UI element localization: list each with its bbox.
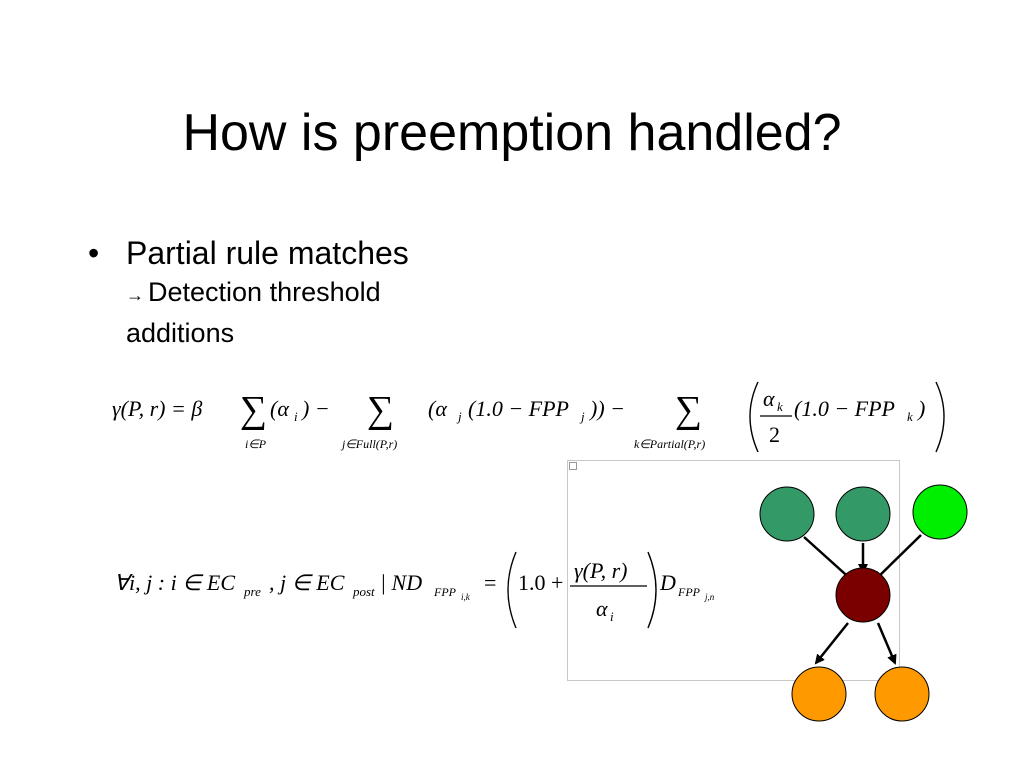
eq1-frac-num-sub: k — [777, 399, 783, 414]
eq2-nd: | ND — [380, 570, 422, 595]
node-bottom-right — [874, 666, 930, 722]
sum-symbol-icon: ∑ — [240, 389, 267, 431]
eq2-mid: , j ∈ EC — [269, 570, 345, 595]
edge-arrow — [876, 622, 897, 665]
sum-symbol-icon: ∑ — [675, 389, 702, 431]
eq2-frac-den: α — [596, 596, 608, 621]
eq1-sum1-close: ) − — [300, 396, 330, 421]
eq2-d-subsub: j,n — [704, 592, 715, 602]
right-paren-icon — [935, 381, 945, 453]
eq2-equals: = — [484, 570, 496, 595]
eq2-nd-sub: FPP — [433, 585, 457, 599]
eq1-sum2-mid: (1.0 − FPP — [468, 396, 569, 421]
left-paren-icon — [749, 381, 759, 453]
broken-image-icon — [569, 462, 577, 470]
equation-gamma: γ(P, r) = β ∑ i∈P (α i ) − ∑ j∈Full(P,r)… — [112, 381, 945, 453]
eq1-sum2-close: )) − — [588, 396, 625, 421]
eq1-sum3-term: (1.0 − FPP — [794, 396, 895, 421]
image-frame — [567, 460, 900, 681]
sub-bullet-text: Detection threshold additions — [126, 277, 381, 348]
node-center — [835, 567, 891, 623]
eq1-sum1-index: i∈P — [245, 437, 267, 451]
eq2-sub-post: post — [352, 584, 375, 599]
eq1-sum3-index: k∈Partial(P,r) — [634, 437, 705, 451]
right-paren-icon — [647, 551, 657, 629]
eq1-lhs: γ(P, r) = β — [112, 396, 202, 421]
edge-arrow — [873, 534, 922, 582]
eq2-frac-den-sub: i — [610, 609, 614, 624]
eq1-sum3-close: ) — [916, 396, 925, 421]
bullet-list: • Partial rule matches →Detection thresh… — [88, 233, 486, 352]
node-bottom-left — [791, 666, 847, 722]
left-paren-icon — [507, 551, 517, 629]
bullet-dot-icon: • — [88, 235, 100, 271]
eq1-sum2-index: j∈Full(P,r) — [340, 437, 397, 451]
sum-symbol-icon: ∑ — [367, 389, 394, 431]
edge-arrow — [814, 622, 849, 665]
eq2-sub-pre: pre — [243, 584, 261, 599]
eq2-inner: 1.0 + — [518, 570, 563, 595]
right-arrow-icon: → — [126, 285, 144, 305]
node-top-right — [912, 484, 968, 540]
eq2-frac-num: γ(P, r) — [574, 558, 628, 583]
eq1-sum2-sub: j — [456, 409, 462, 424]
equation-threshold: ∀i, j : i ∈ EC pre , j ∈ EC post | ND FP… — [114, 551, 715, 629]
node-top-left — [759, 486, 815, 542]
eq2-d-sub: FPP — [677, 585, 701, 599]
eq2-lhs: ∀i, j : i ∈ EC — [114, 570, 235, 595]
bullet-text: Partial rule matches — [126, 235, 409, 271]
eq1-sum1-term: (α — [270, 396, 289, 421]
eq1-frac-num: α — [763, 386, 775, 411]
eq1-sum2-sub2: j — [579, 409, 585, 424]
sub-bullet: →Detection threshold additions — [126, 273, 486, 352]
eq1-frac-den: 2 — [769, 422, 780, 447]
eq2-d: D — [659, 570, 676, 595]
eq1-sum3-sub: k — [907, 409, 913, 424]
slide-title: How is preemption handled? — [182, 104, 842, 162]
eq1-sum2-term: (α — [428, 396, 447, 421]
node-graph — [759, 484, 968, 722]
bullet-item: • Partial rule matches — [88, 233, 486, 273]
eq2-nd-subsub: i,k — [461, 592, 471, 602]
eq1-sum1-sub: i — [294, 409, 298, 424]
node-top-middle — [835, 486, 891, 542]
